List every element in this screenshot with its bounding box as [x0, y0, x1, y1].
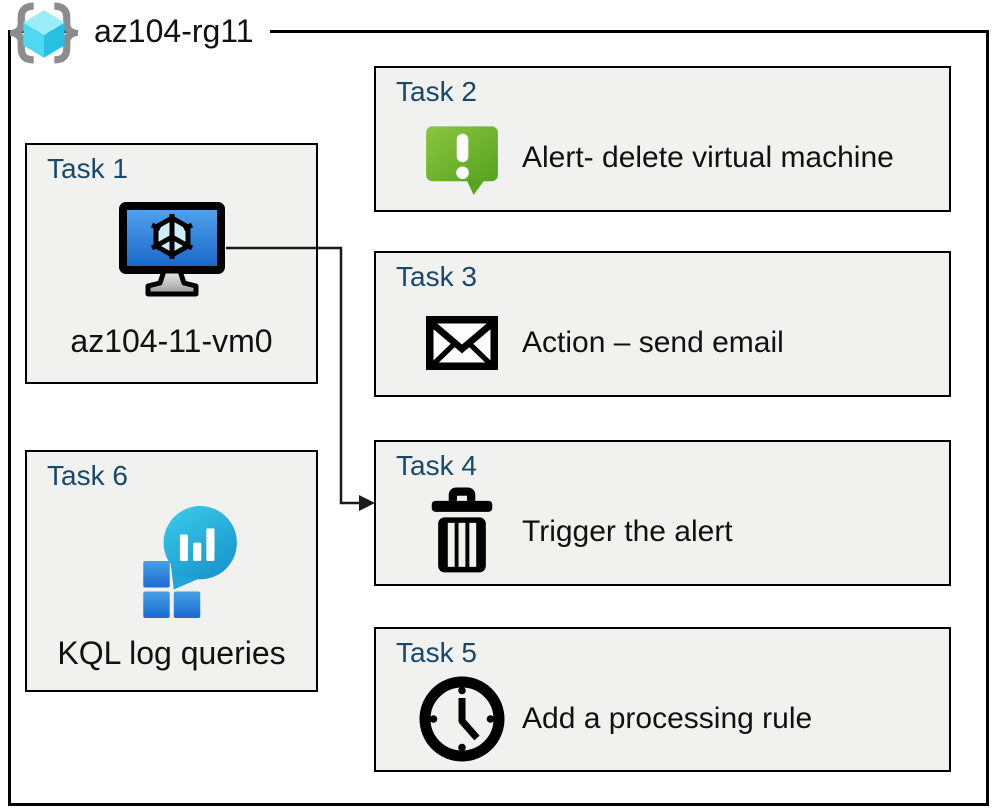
task-title: Task 6 — [47, 460, 128, 491]
task-box-4: Task 4 Trigger the alert — [374, 440, 951, 586]
email-icon — [426, 316, 498, 370]
task-title: Task 1 — [47, 153, 128, 184]
task-box-5: Task 5 Add a processing rule — [374, 627, 951, 772]
task-box-2: Task 2 Alert- delete virtual machine — [374, 66, 951, 212]
trash-icon — [431, 487, 493, 573]
task-label: az104-11-vm0 — [70, 323, 273, 359]
task-label: Action – send email — [522, 326, 784, 359]
clock-icon — [419, 676, 505, 761]
virtual-machine-icon — [118, 202, 225, 297]
log-analytics-icon — [142, 506, 237, 618]
resource-group-icon — [10, 2, 78, 64]
resource-group-label: az104-rg11 — [78, 10, 270, 52]
task-title: Task 3 — [396, 261, 477, 292]
task-label: Add a processing rule — [522, 701, 813, 735]
task-label: KQL log queries — [57, 635, 286, 671]
task-title: Task 2 — [396, 76, 477, 107]
task-label: Alert- delete virtual machine — [522, 141, 894, 174]
task-title: Task 4 — [396, 450, 477, 481]
task-label: Trigger the alert — [522, 515, 733, 548]
resource-group-boundary — [8, 30, 989, 806]
task-box-3: Task 3 Action – send email — [374, 251, 951, 397]
task-title: Task 5 — [396, 637, 477, 668]
task-box-1: Task 1 — [25, 143, 318, 384]
task-box-6: Task 6 KQL log queries — [25, 450, 318, 692]
alert-icon — [426, 126, 498, 195]
